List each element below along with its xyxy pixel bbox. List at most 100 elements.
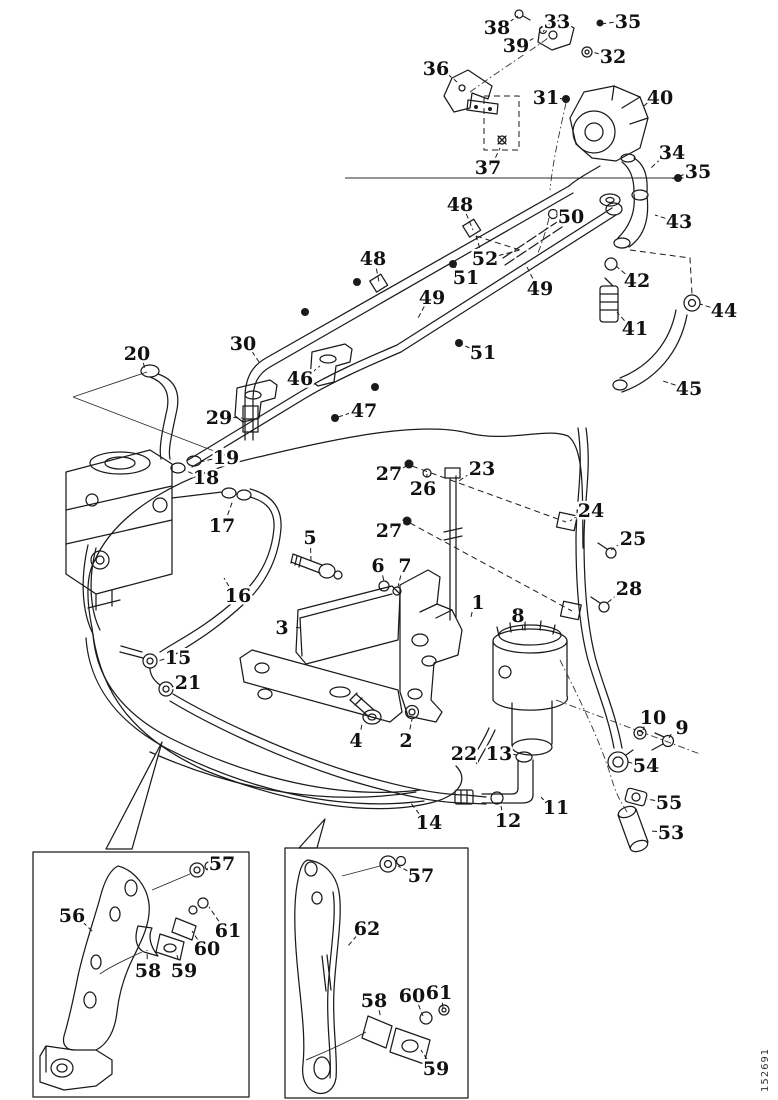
callout-leader-60-69 bbox=[418, 1004, 424, 1017]
callout-leader-29-28 bbox=[232, 416, 243, 419]
callout-61-62: 61 bbox=[215, 920, 241, 942]
callout-leader-33-1 bbox=[542, 27, 547, 33]
callout-33-1: 33 bbox=[544, 11, 570, 33]
detail-arrow-2 bbox=[298, 818, 326, 849]
callout-leader-4-48 bbox=[360, 723, 363, 730]
callout-39-3: 39 bbox=[503, 35, 529, 57]
callout-leader-57-66 bbox=[397, 865, 409, 872]
callout-leader-49-21 bbox=[416, 305, 425, 321]
bracket-fasteners bbox=[290, 553, 420, 725]
callout-leader-48-12 bbox=[465, 213, 474, 231]
callout-41-19: 41 bbox=[622, 318, 648, 340]
callout-4-48: 4 bbox=[349, 730, 362, 752]
callout-30-27: 30 bbox=[230, 333, 256, 355]
callout-17-31: 17 bbox=[209, 515, 235, 537]
callout-leader-46-23 bbox=[311, 365, 321, 373]
callout-leader-49-16 bbox=[524, 262, 534, 279]
callout-50-13: 50 bbox=[558, 206, 584, 228]
callout-51-22: 51 bbox=[470, 342, 496, 364]
callout-leader-61-70 bbox=[441, 1002, 444, 1009]
callout-3-45: 3 bbox=[275, 617, 288, 639]
callout-57-60: 57 bbox=[209, 853, 235, 875]
callout-1-46: 1 bbox=[471, 592, 484, 614]
callout-32-4: 32 bbox=[600, 46, 626, 68]
outlet-fitting-group bbox=[599, 153, 701, 393]
callout-7-44: 7 bbox=[398, 555, 411, 577]
callout-28-41: 28 bbox=[616, 578, 642, 600]
low-pressure-tubes bbox=[82, 488, 487, 805]
callout-19-29: 19 bbox=[213, 447, 239, 469]
callout-15-33: 15 bbox=[165, 647, 191, 669]
callout-42-17: 42 bbox=[624, 270, 650, 292]
callout-29-28: 29 bbox=[206, 407, 232, 429]
callout-59-71: 59 bbox=[423, 1058, 449, 1080]
callout-leader-48-20 bbox=[375, 268, 380, 283]
bolt-50 bbox=[547, 208, 559, 220]
callout-62-67: 62 bbox=[354, 918, 380, 940]
callout-leader-24-39 bbox=[569, 514, 579, 522]
callout-leader-7-44 bbox=[397, 575, 402, 588]
callout-leader-36-5 bbox=[447, 73, 458, 83]
callout-18-30: 18 bbox=[193, 467, 219, 489]
callout-2-49: 2 bbox=[399, 730, 412, 752]
callout-leader-41-19 bbox=[616, 311, 625, 322]
callout-5-42: 5 bbox=[303, 527, 316, 549]
callout-47-25: 47 bbox=[351, 400, 377, 422]
callout-31-6: 31 bbox=[533, 87, 559, 109]
callout-leader-59-65 bbox=[175, 951, 179, 961]
callout-leader-52-14 bbox=[475, 235, 481, 248]
callout-8-47: 8 bbox=[511, 605, 524, 627]
callout-leader-14-59 bbox=[409, 801, 420, 815]
pressure-hose-49 bbox=[187, 202, 623, 468]
callout-45-24: 45 bbox=[676, 378, 702, 400]
callout-leader-8-47 bbox=[521, 625, 524, 632]
callout-leader-40-7 bbox=[643, 102, 649, 107]
callout-40-7: 40 bbox=[647, 87, 673, 109]
callout-20-26: 20 bbox=[124, 343, 150, 365]
callout-leader-35-10 bbox=[671, 173, 685, 180]
callout-leader-16-32 bbox=[223, 577, 230, 587]
callout-leader-47-25 bbox=[334, 412, 351, 419]
oil-reservoir bbox=[454, 620, 569, 805]
callout-leader-23-37 bbox=[458, 473, 471, 482]
detail-arrow-1 bbox=[105, 741, 163, 850]
callout-24-39: 24 bbox=[578, 500, 604, 522]
callout-46-23: 46 bbox=[287, 368, 313, 390]
callout-48-12: 48 bbox=[447, 194, 473, 216]
callout-leader-34-9 bbox=[650, 158, 662, 169]
callout-10-50: 10 bbox=[640, 707, 666, 729]
hose-20 bbox=[72, 364, 228, 460]
callout-leader-32-4 bbox=[591, 51, 600, 55]
callout-52-14: 52 bbox=[472, 248, 498, 270]
callout-26-36: 26 bbox=[410, 478, 436, 500]
callout-44-18: 44 bbox=[711, 300, 737, 322]
return-tube-30 bbox=[242, 165, 601, 441]
callout-60-63: 60 bbox=[194, 938, 220, 960]
callout-leader-45-24 bbox=[662, 380, 676, 386]
callout-leader-57-60 bbox=[205, 867, 210, 871]
callout-12-58: 12 bbox=[495, 810, 521, 832]
mounting-bracket-assembly bbox=[239, 569, 463, 723]
callout-leader-43-11 bbox=[654, 214, 666, 219]
callout-leader-9-51 bbox=[668, 733, 672, 739]
pump-bracket bbox=[443, 69, 499, 115]
callout-leader-39-3 bbox=[528, 36, 537, 42]
callout-51-15: 51 bbox=[453, 267, 479, 289]
callout-49-16: 49 bbox=[527, 278, 553, 300]
callout-48-20: 48 bbox=[360, 248, 386, 270]
callout-leader-27-35 bbox=[401, 465, 407, 470]
callout-27-38: 27 bbox=[376, 520, 402, 542]
inset-box-2 bbox=[284, 847, 469, 1099]
callout-6-43: 6 bbox=[371, 555, 384, 577]
callout-9-51: 9 bbox=[675, 717, 688, 739]
callout-leader-22-52 bbox=[474, 759, 478, 765]
callout-36-5: 36 bbox=[423, 58, 449, 80]
callout-leader-59-71 bbox=[420, 1049, 428, 1060]
callout-37-8: 37 bbox=[475, 157, 501, 179]
callout-leader-20-26 bbox=[142, 362, 146, 370]
return-tube-right bbox=[555, 427, 623, 749]
callout-58-64: 58 bbox=[135, 960, 161, 982]
callout-leader-12-58 bbox=[500, 805, 503, 811]
